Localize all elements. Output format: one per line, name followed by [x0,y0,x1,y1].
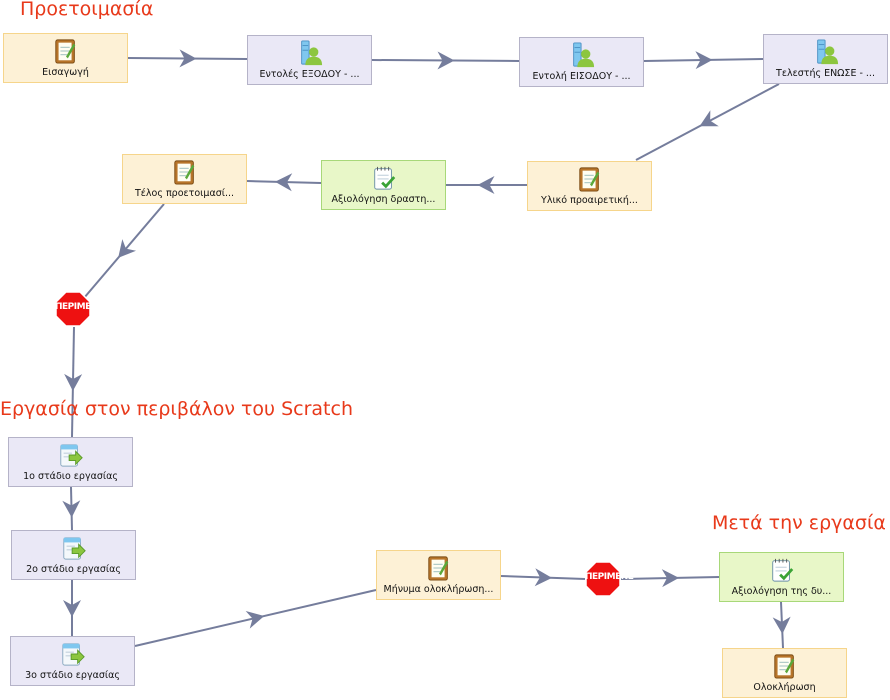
node-label: Αξιολόγηση δραστη... [331,194,436,205]
node-label: Τελεστής ΕΝΩΣΕ - ... [776,68,875,79]
activity-node-optional-material[interactable]: Υλικό προαιρετική... [527,161,652,211]
section-title-scratch-work: Εργασία στον περιβάλον του Scratch [0,398,353,420]
activity-node-join-operator[interactable]: Τελεστής ΕΝΩΣΕ - ... [763,34,888,84]
flow-arrowhead [772,616,791,634]
flow-arrowhead [179,49,197,68]
activity-node-stage-2[interactable]: 2ο στάδιο εργασίας [11,530,136,580]
flow-arrowhead [695,51,713,70]
flow-arrowhead [245,611,265,629]
activity-node-completion[interactable]: Ολοκλήρωση [722,648,847,698]
node-label: Υλικό προαιρετική... [541,195,638,206]
node-label: Ολοκλήρωση [753,682,816,693]
flow-arrowhead [63,600,81,617]
flow-arrowhead [534,568,552,587]
section-title-preparation: Προετοιμασία [20,0,154,20]
activity-node-stage-1[interactable]: 1ο στάδιο εργασίας [8,437,133,487]
stop-gate-wait-2[interactable]: ΠΕΡΙΜΕΝΕ [585,561,634,597]
activity-node-input-command[interactable]: Εντολή ΕΙΣΟΔΟΥ - ... [519,37,644,87]
node-label: Εντολή ΕΙΣΟΔΟΥ - ... [532,71,631,82]
node-label: 1ο στάδιο εργασίας [23,471,118,482]
node-label: 3ο στάδιο εργασίας [25,670,120,681]
flow-arrowhead [275,173,293,192]
node-label: Αξιολόγηση της δυ... [731,586,832,597]
section-title-after-work: Μετά την εργασία [712,512,886,534]
flow-arrowhead [62,500,81,518]
flow-arrowhead [64,373,83,391]
user-resource-icon [300,40,322,66]
activity-node-output-commands[interactable]: Εντολές ΕΞΟΔΟΥ - ... [247,35,372,85]
node-label: Τέλος προετοιμασί... [134,188,234,199]
activity-node-stage-3[interactable]: 3ο στάδιο εργασίας [10,636,135,686]
document-icon [173,160,194,185]
flow-arrowhead [437,51,455,70]
flow-arrowhead [699,110,719,127]
activity-node-final-assessment[interactable]: Αξιολόγηση της δυ... [719,552,844,602]
user-resource-icon [816,39,838,65]
node-label: 2ο στάδιο εργασίας [26,564,121,575]
user-resource-icon [572,42,594,68]
flow-arrowhead [477,176,495,194]
stop-sign-icon [55,291,91,327]
flow-arrowhead [661,569,679,588]
activity-arrow-icon [59,444,83,467]
stop-gate-wait-1[interactable]: ΠΕΡΙΜΕΝΕ [55,291,104,327]
checklist-icon [373,166,395,190]
activity-arrow-icon [62,537,86,560]
stop-label: ΠΕΡΙΜΕΝΕ [585,572,634,582]
activity-node-completion-message[interactable]: Μήνυμα ολοκλήρωση... [376,550,501,600]
document-icon [54,39,75,64]
node-label: Εντολές ΕΞΟΔΟΥ - ... [259,69,360,80]
stop-sign-icon [585,561,621,597]
activity-node-activity-assessment[interactable]: Αξιολόγηση δραστη... [321,160,446,210]
activity-node-end-of-preparation[interactable]: Τέλος προετοιμασί... [122,154,247,204]
node-label: Εισαγωγή [42,67,89,78]
activity-node-introduction[interactable]: Εισαγωγή [3,33,128,83]
document-icon [578,167,599,192]
stop-label: ΠΕΡΙΜΕΝΕ [55,302,104,312]
checklist-icon [771,558,793,582]
flow-arrowhead [118,239,137,258]
document-icon [427,556,448,581]
node-label: Μήνυμα ολοκλήρωση... [383,584,494,595]
activity-arrow-icon [61,643,85,666]
document-icon [773,654,794,679]
